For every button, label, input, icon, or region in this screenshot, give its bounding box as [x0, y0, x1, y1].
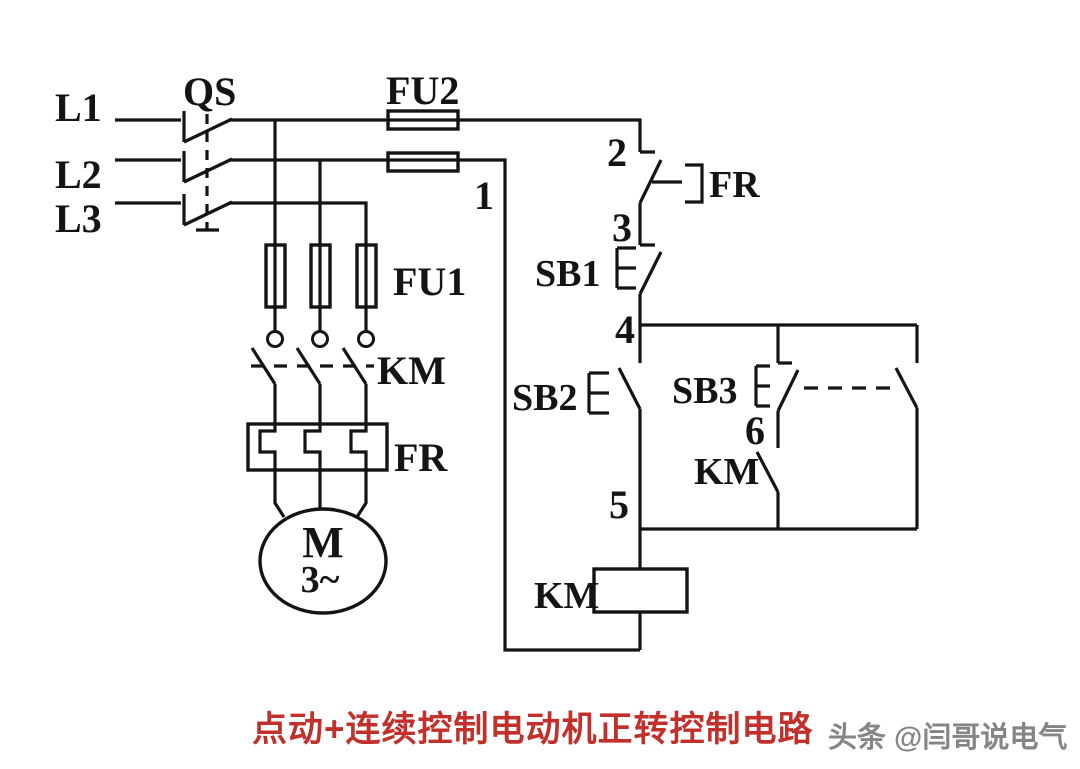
phase-a-heater [258, 384, 286, 518]
phase-b-heater [303, 384, 322, 509]
label-sb3: SB3 [672, 370, 737, 412]
fu1-fuse1-symbol [264, 243, 287, 309]
km-pole3-terminal [357, 330, 375, 348]
label-fr-main: FR [394, 435, 448, 480]
label-km-coil: KM [534, 575, 599, 617]
label-node3: 3 [612, 205, 632, 250]
fu2-fuse1-symbol [386, 109, 460, 131]
label-node4: 4 [615, 307, 635, 352]
km-selflock-contact [755, 451, 780, 529]
label-fr-control: FR [709, 164, 760, 206]
label-qs: QS [183, 69, 236, 114]
label-node1: 1 [474, 173, 494, 218]
l1-bus-to-control [230, 118, 642, 152]
km-pole2-terminal [311, 330, 329, 348]
km-pole1-terminal [266, 330, 284, 348]
phase-c-heater [349, 384, 368, 518]
diagram-title: 点动+连续控制电动机正转控制电路 [252, 710, 814, 749]
label-motor-type: 3~ [301, 559, 340, 601]
fr-nc-contact [638, 150, 663, 204]
sb1-actuator [615, 246, 636, 290]
label-fu1: FU1 [393, 259, 466, 304]
label-l1: L1 [55, 85, 102, 130]
watermark-text: 头条 @闫哥说电气 [828, 722, 1068, 754]
fr-nc-actuator [652, 163, 704, 204]
fu2-fuse2-symbol [386, 151, 460, 173]
label-km-main: KM [377, 348, 446, 393]
l3-bus [230, 201, 368, 331]
label-node5: 5 [609, 482, 629, 527]
sb3-actuator [754, 364, 770, 408]
qs-pole1-blade [183, 117, 233, 144]
label-fu2: FU2 [386, 68, 459, 113]
sb3-no-contact [894, 325, 919, 529]
sb1-nc-contact [638, 243, 663, 295]
label-l2: L2 [55, 152, 102, 197]
l2-bus-to-neutral-column [230, 158, 640, 652]
label-km-selflock: KM [694, 451, 759, 493]
label-node2: 2 [607, 130, 627, 175]
sb2-no-contact [617, 325, 642, 529]
label-sb2: SB2 [512, 377, 577, 419]
label-motor: M [302, 518, 344, 567]
sb2-actuator [587, 371, 609, 415]
motor-symbol [258, 507, 388, 615]
label-node6: 6 [745, 408, 765, 453]
fu1-fuse3-symbol [355, 243, 378, 309]
sb3-nc-contact [776, 325, 800, 448]
fu1-fuse2-symbol [309, 243, 332, 309]
label-sb1: SB1 [535, 253, 600, 295]
km-coil-symbol [592, 567, 689, 614]
fr-overload-box [246, 422, 389, 472]
label-l3: L3 [55, 196, 102, 241]
